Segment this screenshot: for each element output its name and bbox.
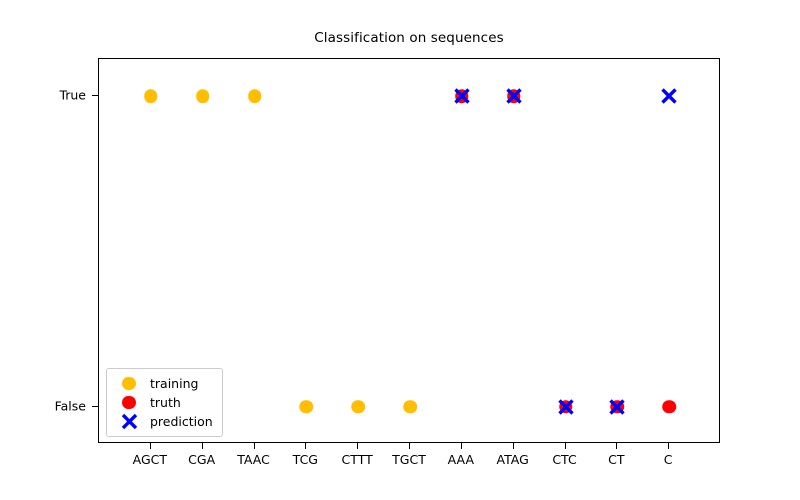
y-tick-mark-False xyxy=(92,405,98,407)
x-tick-mark-CGA xyxy=(201,443,203,449)
x-tick-label-C: C xyxy=(663,452,673,467)
x-tick-label-TGCT: TGCT xyxy=(392,452,426,467)
x-tick-mark-C xyxy=(668,443,670,449)
data-point-training-TGCT xyxy=(403,399,417,414)
x-tick-label-AGCT: AGCT xyxy=(132,452,168,467)
chart-title: Classification on sequences xyxy=(314,30,504,46)
data-point-prediction-C xyxy=(661,88,678,105)
x-tick-mark-CTTT xyxy=(357,443,359,449)
x-tick-mark-CT xyxy=(616,443,618,449)
x-tick-label-TAAC: TAAC xyxy=(237,452,270,467)
legend-item-truth: truth xyxy=(114,393,213,412)
chart-legend: training truth prediction xyxy=(106,368,223,437)
data-point-training-TCG xyxy=(299,399,314,414)
data-point-prediction-AAA xyxy=(453,88,470,105)
x-tick-label-CTC: CTC xyxy=(552,452,577,467)
x-tick-label-CTTT: CTTT xyxy=(341,452,373,467)
legend-label: truth xyxy=(150,395,181,410)
circle-marker-icon xyxy=(114,376,144,391)
data-point-prediction-CTC xyxy=(557,398,574,415)
circle-marker-icon xyxy=(114,395,144,410)
data-point-training-CTTT xyxy=(351,399,365,414)
data-point-truth-C xyxy=(662,399,676,414)
y-tick-label-True: True xyxy=(59,87,86,103)
x-marker-icon xyxy=(114,413,144,430)
legend-label: training xyxy=(150,376,199,391)
y-tick-mark-True xyxy=(92,95,98,97)
x-tick-label-ATAG: ATAG xyxy=(496,452,529,467)
x-tick-label-CT: CT xyxy=(608,452,625,467)
data-point-training-TAAC xyxy=(247,89,262,103)
data-point-prediction-ATAG xyxy=(505,88,522,105)
x-tick-label-CGA: CGA xyxy=(188,452,216,467)
x-tick-mark-TAAC xyxy=(253,443,255,449)
x-tick-mark-ATAG xyxy=(512,443,514,449)
x-tick-label-AAA: AAA xyxy=(447,452,475,467)
x-tick-mark-AAA xyxy=(460,443,462,449)
data-point-training-CGA xyxy=(195,89,210,103)
legend-label: prediction xyxy=(150,414,213,429)
legend-item-prediction: prediction xyxy=(114,412,213,431)
data-point-training-AGCT xyxy=(144,89,158,103)
y-tick-label-False: False xyxy=(54,398,86,414)
data-point-prediction-CT xyxy=(609,398,626,415)
x-tick-mark-TGCT xyxy=(409,443,410,449)
data-point-layer xyxy=(99,59,719,442)
x-tick-mark-TCG xyxy=(305,443,307,449)
legend-item-training: training xyxy=(114,374,213,393)
x-tick-label-TCG: TCG xyxy=(292,452,318,467)
x-tick-mark-CTC xyxy=(564,443,566,449)
x-tick-mark-AGCT xyxy=(149,443,151,449)
